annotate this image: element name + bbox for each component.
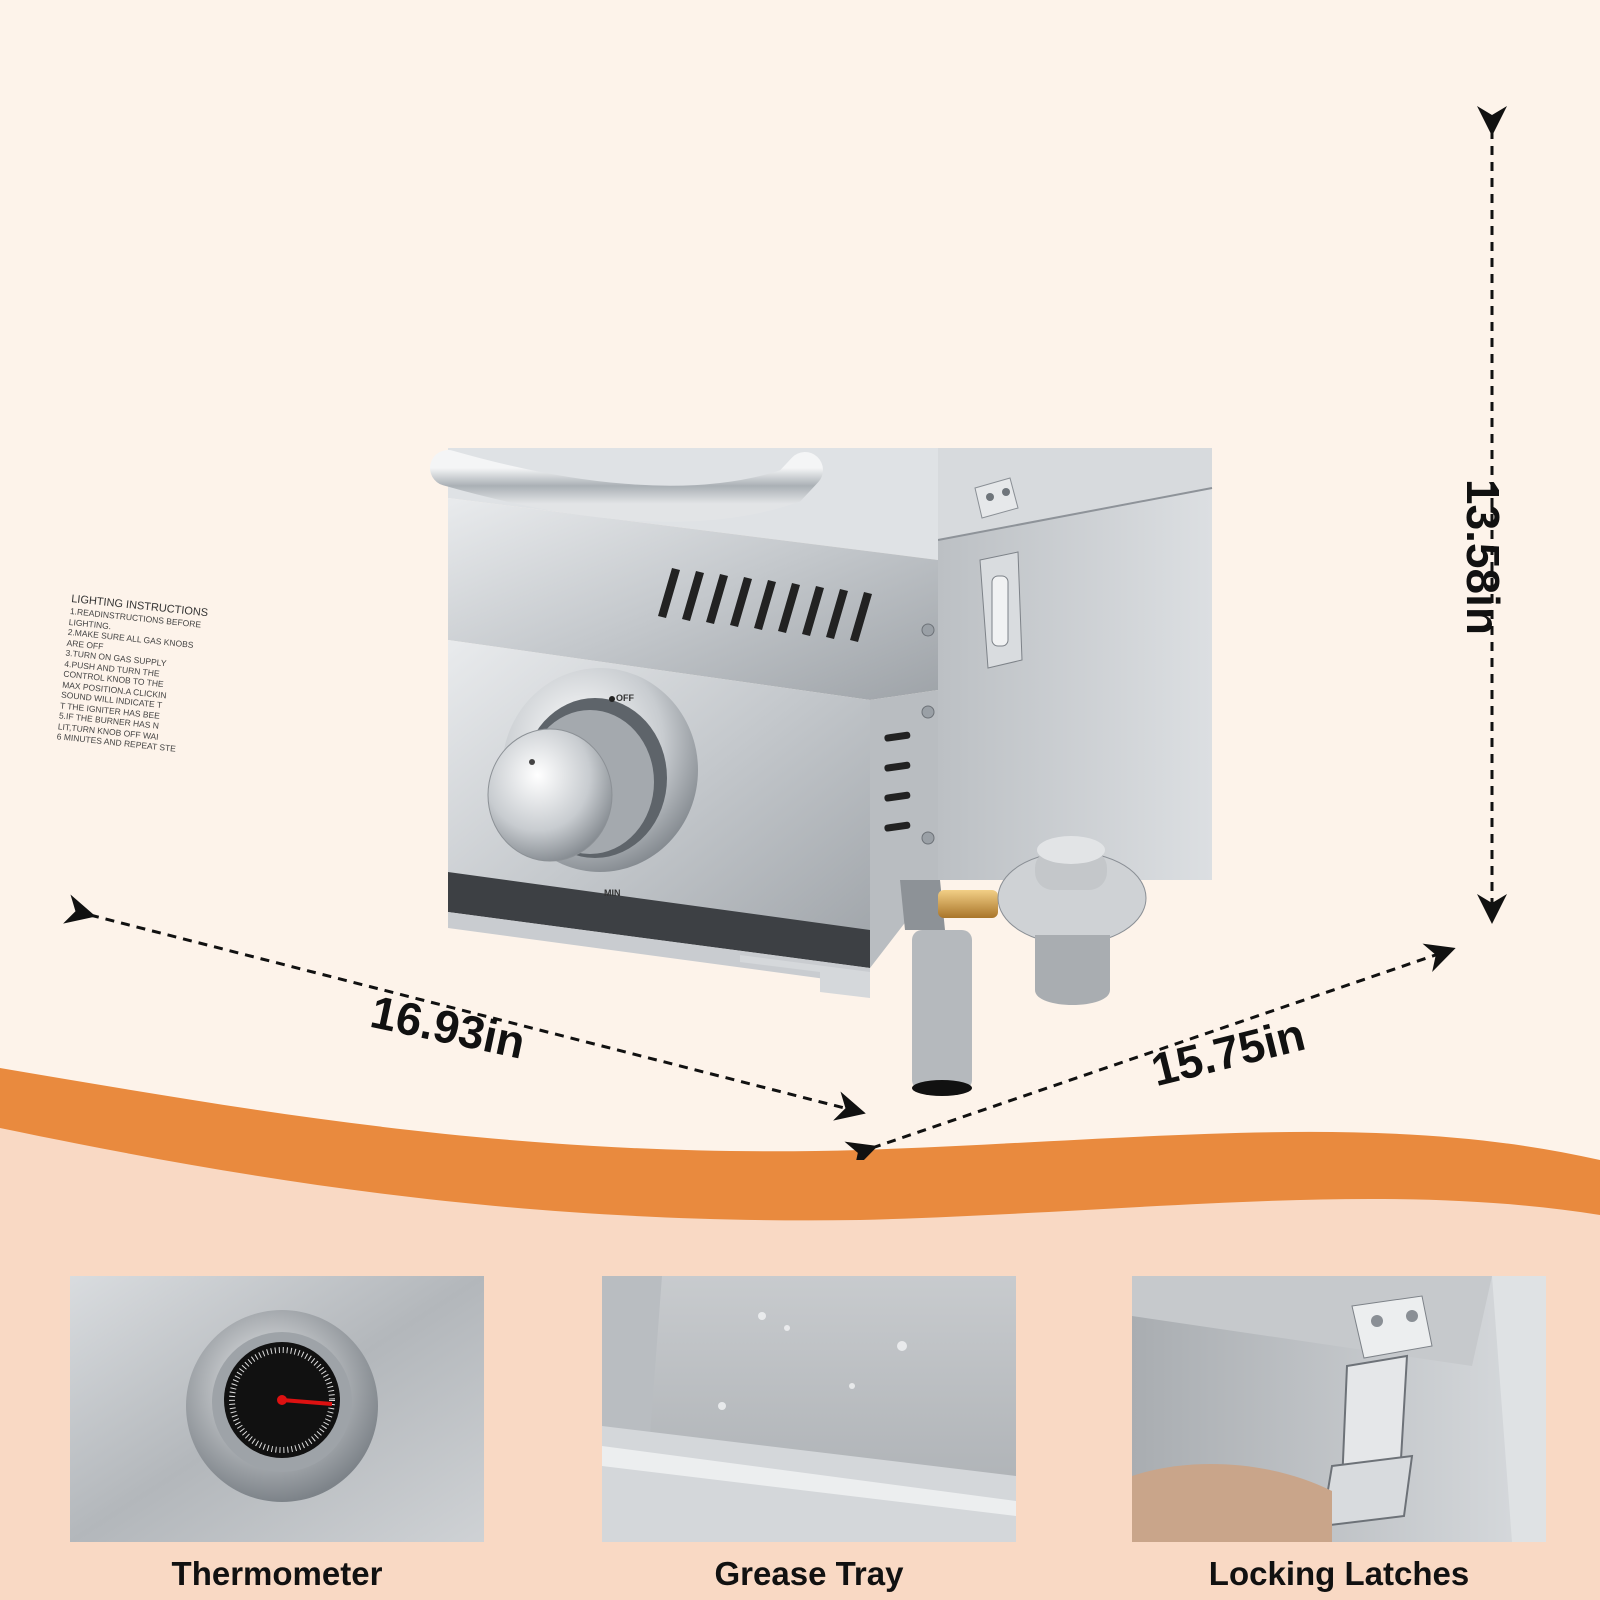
grease-tray-thumbnail <box>602 1276 1016 1542</box>
height-dimension-label: 13.58in <box>1457 479 1509 635</box>
knob-min-label: MIN <box>604 888 621 898</box>
width-dimension-line <box>63 894 866 1121</box>
grill-product-image <box>63 106 1507 1160</box>
feature-caption-thermometer: Thermometer <box>171 1555 383 1592</box>
locking-latch-thumbnail <box>1132 1276 1546 1542</box>
lighting-instructions: LIGHTING INSTRUCTIONS 1.READINSTRUCTIONS… <box>56 592 211 756</box>
side-latch <box>974 477 1023 669</box>
thermometer-thumbnail <box>70 1276 484 1542</box>
dimension-lines <box>63 106 1507 1160</box>
feature-caption-locking-latches: Locking Latches <box>1208 1555 1470 1592</box>
lid-handle <box>430 450 823 522</box>
control-knob <box>487 668 698 872</box>
depth-dimension-line <box>844 943 1456 1160</box>
feature-caption-grease-tray: Grease Tray <box>714 1555 904 1592</box>
knob-off-label: OFF <box>616 693 634 703</box>
